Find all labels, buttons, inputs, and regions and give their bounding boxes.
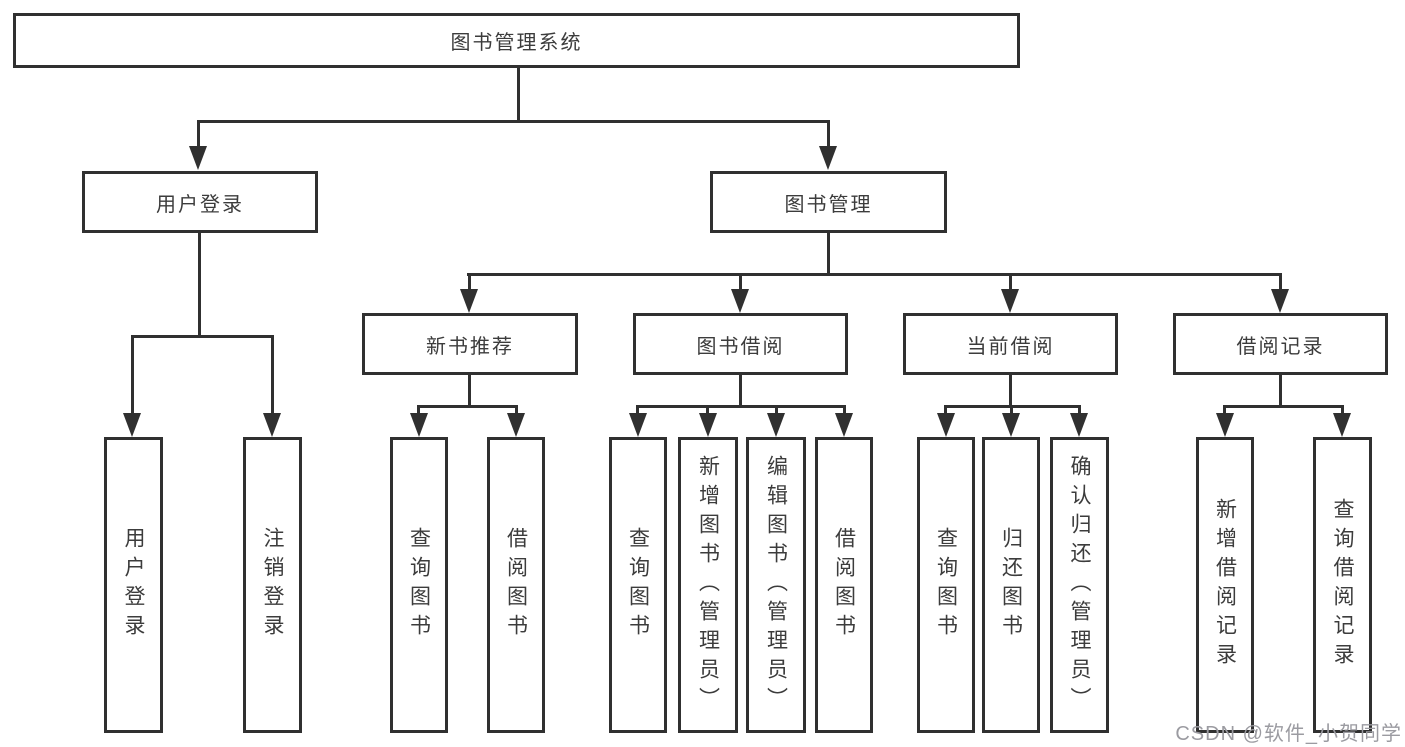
node-current-borrowing: 当前借阅 bbox=[903, 313, 1118, 375]
leaf-query-books-1: 查询图书 bbox=[390, 437, 448, 733]
arrowhead-down-icon bbox=[263, 413, 281, 437]
leaf-query-books-2-label: 查询图书 bbox=[626, 527, 650, 643]
leaf-query-books-2: 查询图书 bbox=[609, 437, 667, 733]
leaf-logout-label: 注销登录 bbox=[261, 527, 284, 643]
leaf-add-borrow-record-label: 新增借阅记录 bbox=[1213, 498, 1237, 672]
connector-line bbox=[467, 273, 1281, 276]
connector-line bbox=[271, 335, 274, 415]
connector-line bbox=[944, 405, 947, 417]
leaf-query-books-1-label: 查询图书 bbox=[407, 527, 431, 643]
connector-line bbox=[775, 405, 778, 417]
leaf-query-borrow-record: 查询借阅记录 bbox=[1313, 437, 1372, 733]
leaf-return-book-label: 归还图书 bbox=[999, 527, 1023, 643]
leaf-confirm-return-admin: 确认归还（管理员） bbox=[1050, 437, 1109, 733]
leaf-query-borrow-record-label: 查询借阅记录 bbox=[1331, 498, 1354, 672]
arrowhead-down-icon bbox=[937, 413, 955, 437]
connector-line bbox=[468, 273, 471, 291]
leaf-edit-book-admin-label: 编辑图书（管理员） bbox=[764, 454, 788, 716]
leaf-query-books-3-label: 查询图书 bbox=[934, 527, 958, 643]
node-new-book-recommend: 新书推荐 bbox=[362, 313, 578, 375]
connector-line bbox=[1279, 375, 1282, 405]
arrowhead-down-icon bbox=[1271, 289, 1289, 313]
csdn-watermark: CSDN @软件_小贺同学 bbox=[1175, 723, 1402, 745]
leaf-user-login: 用户登录 bbox=[104, 437, 163, 733]
connector-line bbox=[827, 233, 830, 273]
connector-line bbox=[1279, 273, 1282, 291]
node-book-borrowing: 图书借阅 bbox=[633, 313, 848, 375]
node-book-borrowing-label: 图书借阅 bbox=[696, 335, 785, 358]
leaf-edit-book-admin: 编辑图书（管理员） bbox=[746, 437, 806, 733]
arrowhead-down-icon bbox=[835, 413, 853, 437]
connector-line bbox=[1223, 405, 1344, 408]
arrowhead-down-icon bbox=[1216, 413, 1234, 437]
node-book-management-label: 图书管理 bbox=[784, 193, 873, 216]
node-book-management: 图书管理 bbox=[710, 171, 947, 233]
leaf-borrow-books-2: 借阅图书 bbox=[815, 437, 873, 733]
arrowhead-down-icon bbox=[699, 413, 717, 437]
leaf-user-login-label: 用户登录 bbox=[122, 527, 145, 643]
leaf-borrow-books-1-label: 借阅图书 bbox=[504, 527, 528, 643]
connector-line bbox=[515, 405, 518, 417]
leaf-add-borrow-record: 新增借阅记录 bbox=[1196, 437, 1254, 733]
connector-line bbox=[197, 120, 200, 148]
arrowhead-down-icon bbox=[123, 413, 141, 437]
leaf-query-books-3: 查询图书 bbox=[917, 437, 975, 733]
connector-line bbox=[739, 273, 742, 291]
connector-line bbox=[706, 405, 709, 417]
leaf-borrow-books-2-label: 借阅图书 bbox=[832, 527, 856, 643]
node-current-borrowing-label: 当前借阅 bbox=[966, 335, 1055, 358]
connector-line bbox=[843, 405, 846, 417]
connector-line bbox=[1341, 405, 1344, 417]
connector-line bbox=[131, 335, 134, 415]
arrowhead-down-icon bbox=[1002, 413, 1020, 437]
node-root-label: 图书管理系统 bbox=[450, 32, 583, 54]
arrowhead-down-icon bbox=[1070, 413, 1088, 437]
node-root: 图书管理系统 bbox=[13, 13, 1020, 68]
arrowhead-down-icon bbox=[1333, 413, 1351, 437]
connector-line bbox=[1009, 375, 1012, 405]
node-borrow-records: 借阅记录 bbox=[1173, 313, 1388, 375]
connector-line bbox=[739, 375, 742, 405]
connector-line bbox=[1223, 405, 1226, 417]
arrowhead-down-icon bbox=[189, 146, 207, 170]
arrowhead-down-icon bbox=[460, 289, 478, 313]
connector-line bbox=[417, 405, 420, 417]
connector-line bbox=[636, 405, 846, 408]
leaf-add-book-admin-label: 新增图书（管理员） bbox=[696, 454, 720, 716]
connector-line bbox=[198, 233, 201, 335]
arrowhead-down-icon bbox=[410, 413, 428, 437]
leaf-add-book-admin: 新增图书（管理员） bbox=[678, 437, 738, 733]
arrowhead-down-icon bbox=[731, 289, 749, 313]
arrowhead-down-icon bbox=[1001, 289, 1019, 313]
connector-line bbox=[131, 335, 274, 338]
connector-line bbox=[1009, 273, 1012, 291]
connector-line bbox=[197, 120, 830, 123]
connector-line bbox=[517, 68, 520, 120]
arrowhead-down-icon bbox=[507, 413, 525, 437]
arrowhead-down-icon bbox=[629, 413, 647, 437]
arrowhead-down-icon bbox=[767, 413, 785, 437]
leaf-return-book: 归还图书 bbox=[982, 437, 1040, 733]
connector-line bbox=[1010, 405, 1013, 417]
node-borrow-records-label: 借阅记录 bbox=[1236, 335, 1325, 358]
arrowhead-down-icon bbox=[819, 146, 837, 170]
leaf-logout: 注销登录 bbox=[243, 437, 302, 733]
leaf-confirm-return-admin-label: 确认归还（管理员） bbox=[1068, 454, 1091, 716]
connector-line bbox=[468, 375, 471, 405]
leaf-borrow-books-1: 借阅图书 bbox=[487, 437, 545, 733]
connector-line bbox=[636, 405, 639, 417]
connector-line bbox=[827, 120, 830, 148]
node-user-login: 用户登录 bbox=[82, 171, 318, 233]
node-new-book-recommend-label: 新书推荐 bbox=[426, 335, 514, 358]
connector-line bbox=[417, 405, 518, 408]
node-user-login-label: 用户登录 bbox=[156, 193, 244, 216]
connector-line bbox=[1078, 405, 1081, 417]
